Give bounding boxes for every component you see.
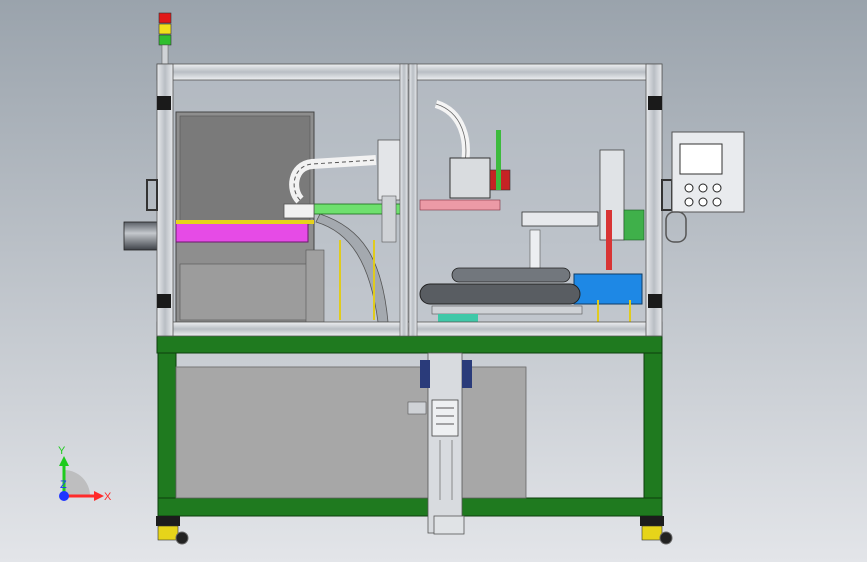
beacon-yellow-light: [158, 23, 172, 35]
center-feeder: [419, 100, 511, 211]
casters: [156, 516, 673, 545]
hopper-tray: [175, 221, 309, 243]
coordinate-triad: Y X Z: [58, 445, 112, 503]
beacon-red-light: [158, 12, 172, 24]
base-right-leg: [643, 352, 663, 514]
caster-right: [640, 516, 673, 545]
beacon-pole: [161, 44, 169, 66]
center-pink-bar: [419, 199, 501, 211]
caster-left: [156, 516, 189, 545]
hmi-button-1[interactable]: [684, 183, 694, 193]
hmi-button-6[interactable]: [712, 197, 722, 207]
base-top-rail: [156, 334, 663, 354]
belt-conveyor: [419, 267, 583, 322]
hopper-tray-lip: [176, 220, 314, 224]
blue-collection-box: [573, 273, 643, 305]
hopper-stand: [305, 249, 325, 323]
door-handle-left[interactable]: [146, 179, 158, 211]
hmi-button-4[interactable]: [684, 197, 694, 207]
triad-z-label: Z: [60, 479, 67, 491]
triad-y-arrow-icon: [59, 456, 69, 466]
hmi-screen-icon[interactable]: [679, 143, 723, 175]
base-bottom-rail: [157, 497, 663, 517]
triad-y-label: Y: [58, 445, 66, 457]
hmi-button-2[interactable]: [698, 183, 708, 193]
base-left-leg: [157, 352, 177, 514]
triad-arc: [64, 470, 90, 496]
beacon-green-light: [158, 34, 172, 46]
base-panel: [175, 366, 527, 499]
enclosure-frame: [146, 63, 673, 337]
triad-x-arrow-icon: [94, 491, 104, 501]
hopper-lower-box: [179, 263, 311, 321]
hmi-button-5[interactable]: [698, 197, 708, 207]
left-vertical-actuator: [339, 139, 401, 320]
triad-x-label: X: [104, 491, 112, 503]
cable-drag-chain: [289, 155, 377, 204]
triad-z-dot-icon: [59, 491, 69, 501]
lift-column: [407, 352, 472, 535]
slide-block: [283, 203, 315, 219]
signal-tower: [158, 12, 172, 66]
hmi-button-3[interactable]: [712, 183, 722, 193]
hmi-control-panel: [665, 131, 745, 243]
frame-center-post-b: [408, 63, 418, 337]
side-outlet-pipe: [123, 221, 159, 251]
frame-center-post-a: [399, 63, 409, 337]
right-mechanism: [521, 149, 645, 322]
base-frame: [156, 334, 663, 517]
center-green-rod: [496, 130, 501, 190]
